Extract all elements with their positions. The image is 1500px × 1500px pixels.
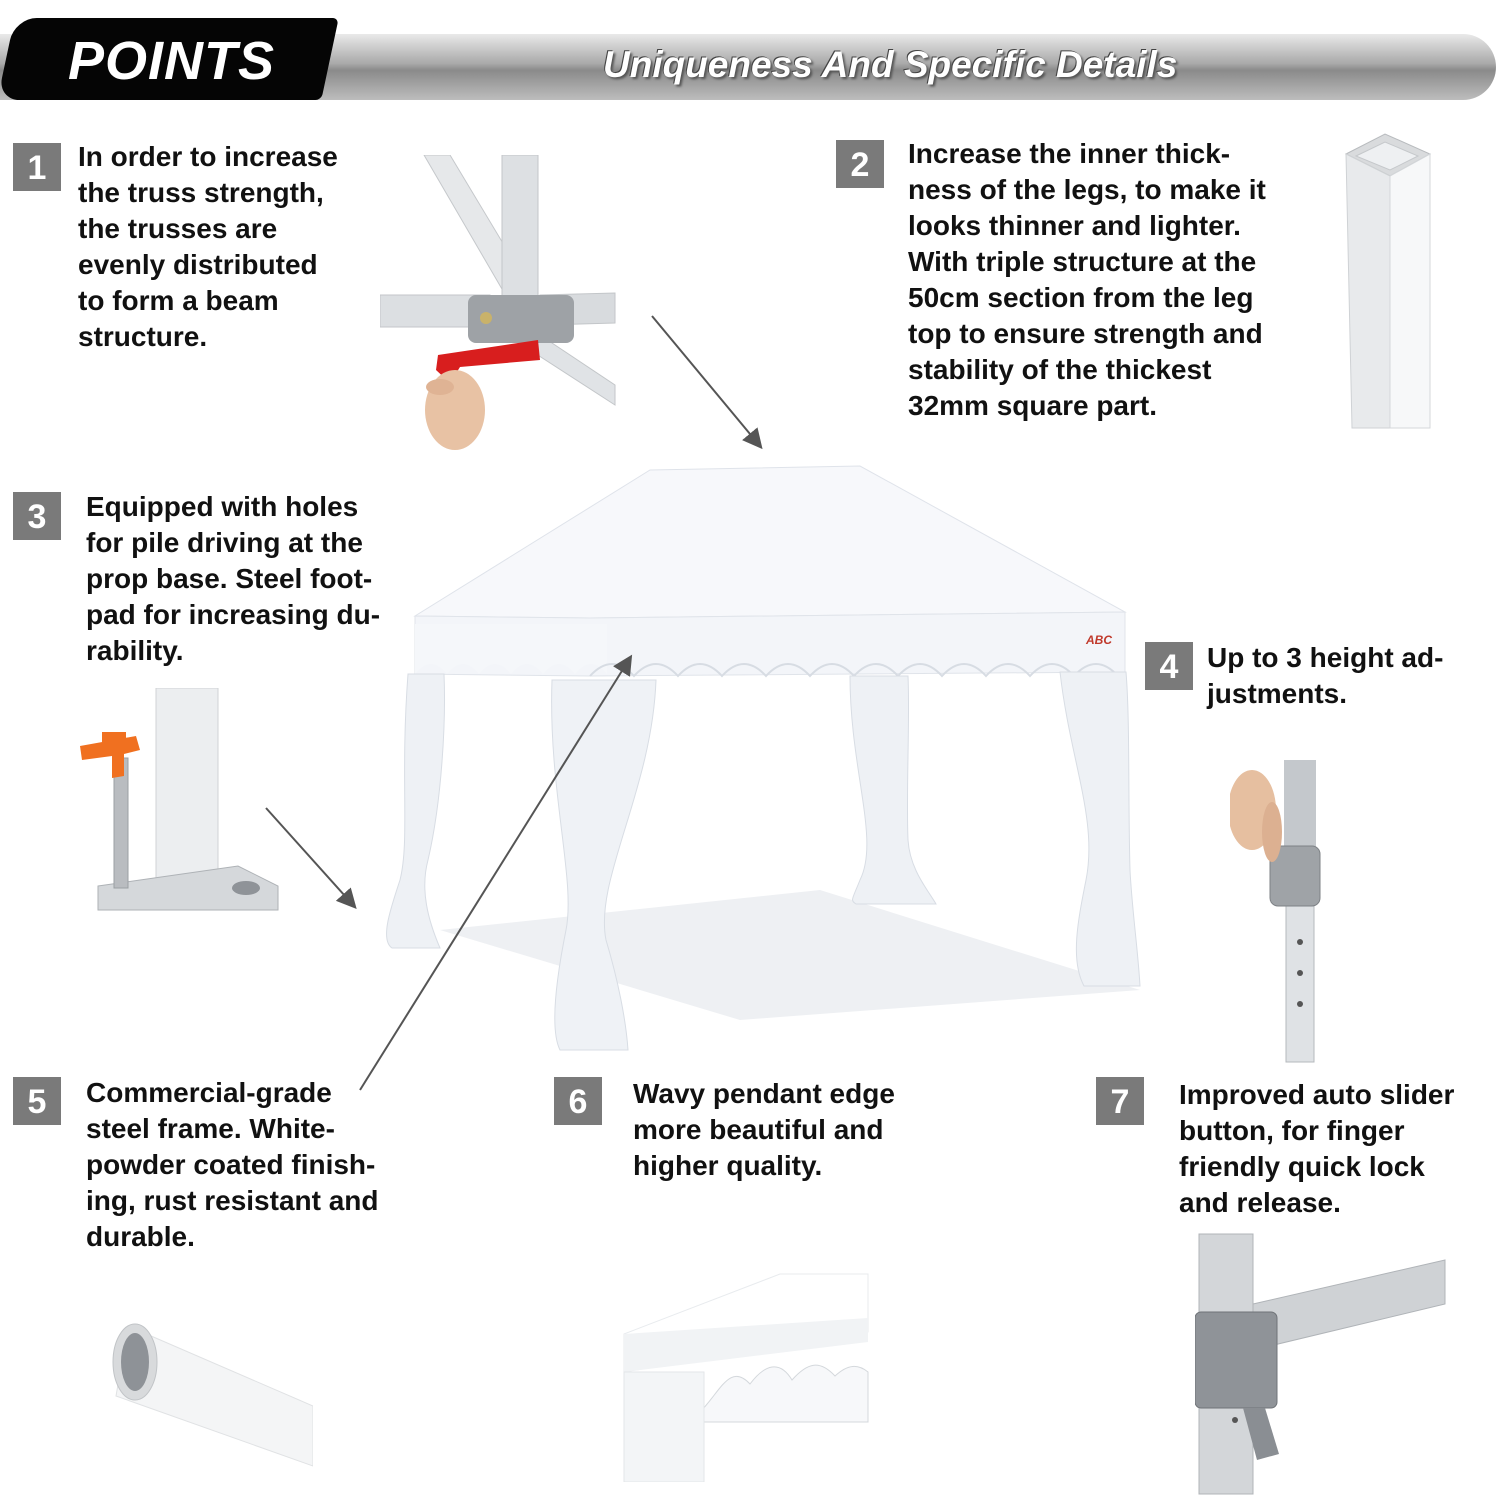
wavy-edge-illustration [623,1273,869,1482]
feature-6-number: 6 [554,1077,602,1125]
canopy-tent-illustration: ABC [386,465,1141,1051]
feature-7-number: 7 [1096,1077,1144,1125]
truss-hub-illustration [380,155,616,450]
feature-4-number: 4 [1145,642,1193,690]
oval-tube-illustration [112,1323,313,1467]
feature-5-text: Commercial-grade steel frame. White- pow… [86,1077,379,1252]
feature-3-text: Equipped with holes for pile driving at … [86,491,381,666]
feature-5-number: 5 [13,1077,61,1125]
feature-1-text: In order to increase the truss strength,… [78,141,338,352]
slider-button-illustration [1195,1233,1446,1495]
header-subtitle: Uniqueness And Specific Details [603,44,1178,85]
feature-6-text: Wavy pendant edge more beautiful and hig… [633,1078,895,1181]
feature-4-text: Up to 3 height ad- justments. [1207,642,1444,709]
height-adjust-illustration [1230,760,1321,1063]
feature-7-text: Improved auto slider button, for finger … [1179,1079,1455,1218]
feature-3-number: 3 [13,492,61,540]
square-leg-illustration [1344,133,1432,429]
brand-logo: ABC [1085,633,1112,647]
header-badge-label: POINTS [68,31,276,91]
feature-1-number: 1 [13,143,61,191]
feature-2-number: 2 [836,140,884,188]
feature-2-text: Increase the inner thick- ness of the le… [908,138,1266,421]
foot-pad-illustration [80,688,279,911]
